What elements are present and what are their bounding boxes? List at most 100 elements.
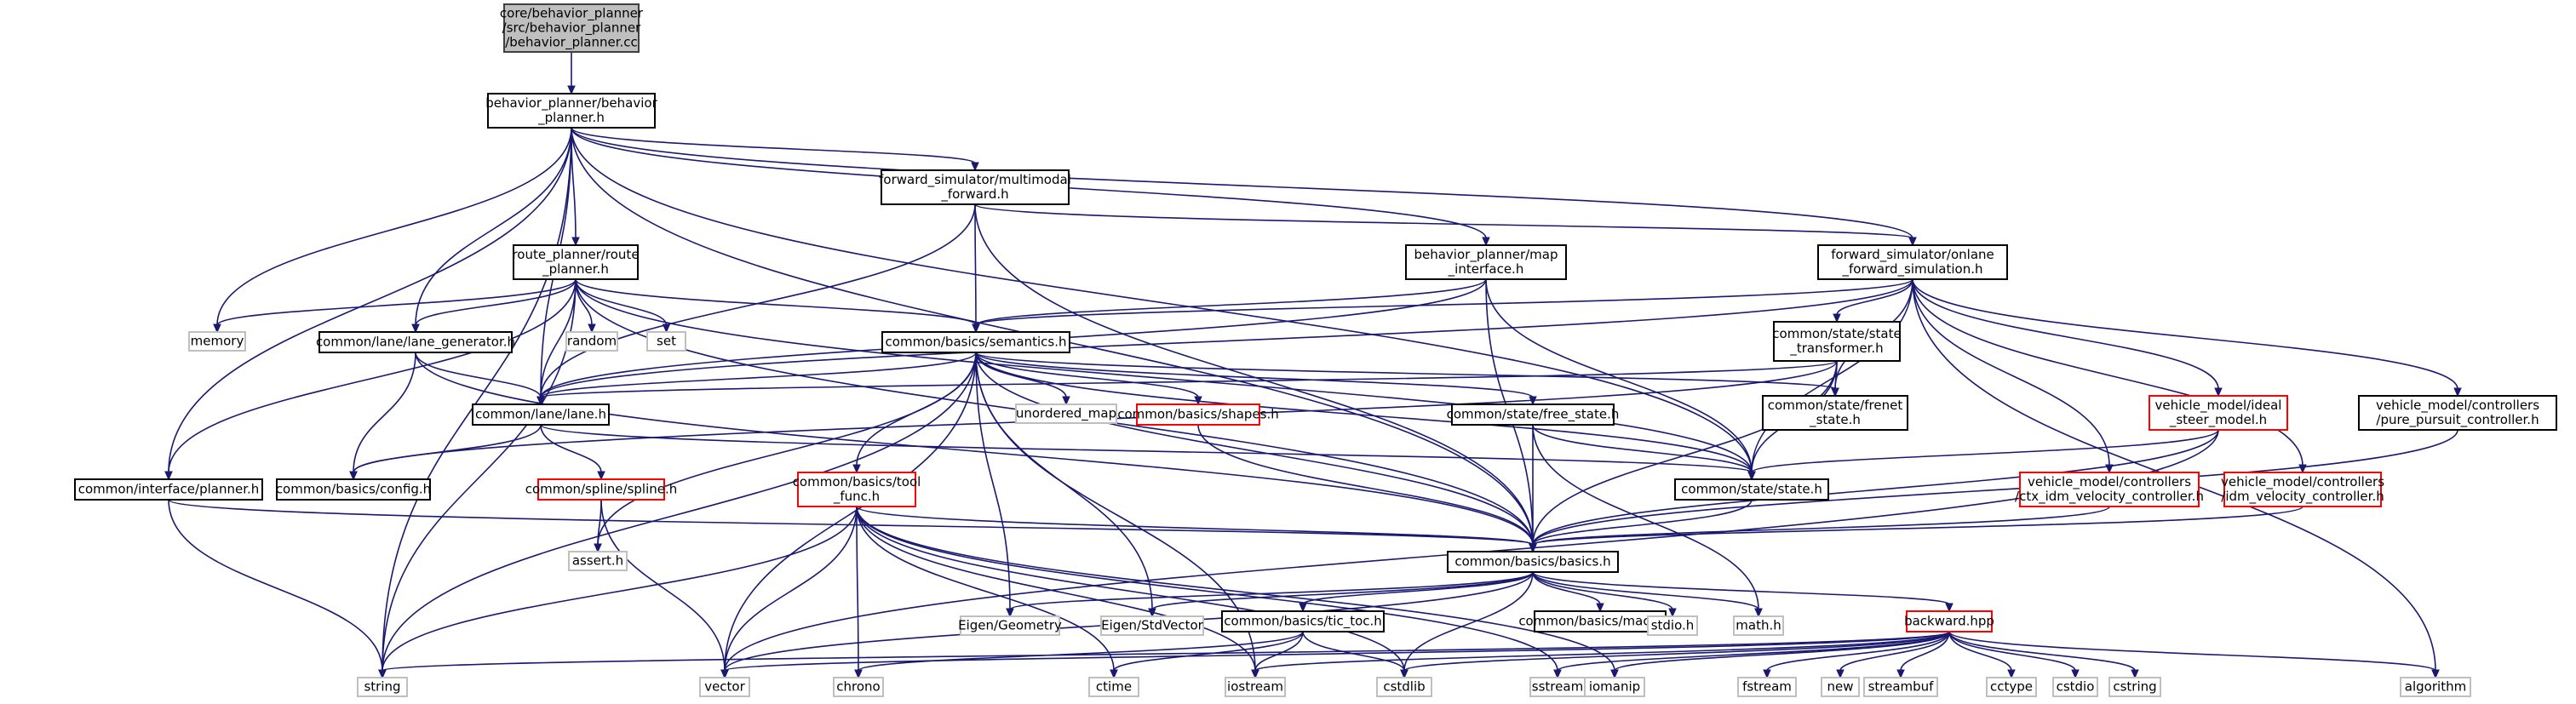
graph-node-system: fstream <box>1737 677 1797 697</box>
include-edge <box>1912 278 2110 466</box>
graph-node-system: chrono <box>833 677 884 697</box>
graph-node-file[interactable]: common/interface/planner.h <box>74 478 263 501</box>
node-label: common/state/state.h <box>1681 482 1822 497</box>
graph-node-system: streambuf <box>1863 677 1938 697</box>
graph-node-file[interactable]: common/basics/config.h <box>276 478 431 501</box>
node-box <box>1863 677 1938 697</box>
node-label: unordered_map <box>1016 406 1116 422</box>
graph-node-file[interactable]: common/state/state_transformer.h <box>1772 321 1902 362</box>
node-box <box>881 331 1070 353</box>
include-edge-arrowhead <box>213 323 221 334</box>
graph-node-system: math.h <box>1733 615 1784 636</box>
node-box <box>357 677 408 697</box>
node-box <box>2149 395 2288 431</box>
graph-node-missing[interactable]: vehicle_model/controllers/ctx_idm_veloci… <box>2015 472 2204 507</box>
include-edge <box>1912 278 2219 390</box>
graph-node-missing[interactable]: common/basics/tool_func.h <box>793 472 921 507</box>
include-edge <box>724 352 977 672</box>
node-label: common/basics/config.h <box>276 482 431 497</box>
node-label: common/basics/semantics.h <box>886 335 1067 350</box>
include-edge-arrowhead <box>1610 669 1619 679</box>
node-label: new <box>1827 679 1853 695</box>
node-label: stdio.h <box>1651 618 1695 633</box>
node-box <box>1451 404 1615 426</box>
include-edge-arrowhead <box>1148 608 1156 618</box>
graph-node-system: sstream <box>1529 677 1586 697</box>
node-label: _interface.h <box>1448 261 1524 278</box>
include-edge <box>415 352 1534 546</box>
include-edge <box>415 127 572 326</box>
graph-node-file[interactable]: forward_simulator/multimodal_forward.h <box>879 169 1071 205</box>
include-edge <box>415 352 542 398</box>
node-box <box>699 677 750 697</box>
include-edge <box>856 352 977 466</box>
include-edge <box>1532 429 2219 546</box>
graph-node-file[interactable]: forward_simulator/onlane_forward_simulat… <box>1817 244 2008 280</box>
include-edge-arrowhead <box>2298 464 2307 474</box>
include-edge <box>1151 571 1534 610</box>
include-edge <box>353 352 416 473</box>
node-box <box>537 478 665 501</box>
graph-node-missing[interactable]: vehicle_model/ideal_steer_model.h <box>2149 395 2288 431</box>
graph-node-file[interactable]: common/basics/semantics.h <box>881 331 1070 353</box>
node-box <box>881 169 1070 205</box>
node-box <box>276 478 431 501</box>
graph-node-file[interactable]: vehicle_model/controllers/pure_pursuit_c… <box>2358 395 2557 431</box>
node-label: common/lane/lane.h <box>475 407 606 422</box>
node-box <box>1986 677 2037 697</box>
include-edge <box>975 278 1487 326</box>
node-box <box>1733 615 1784 636</box>
include-edge <box>575 278 668 326</box>
graph-node-file[interactable]: behavior_planner/map_interface.h <box>1405 244 1567 280</box>
node-box <box>646 331 686 352</box>
node-label: common/basics/shapes.h <box>1117 407 1279 422</box>
graph-node-file[interactable]: behavior_planner/behavior_planner.h <box>485 93 658 129</box>
graph-node-file[interactable]: common/basics/tic_toc.h <box>1221 610 1385 632</box>
include-edge-arrowhead <box>1945 603 1954 613</box>
node-box <box>1221 610 1385 632</box>
include-edge <box>1900 631 1950 672</box>
include-edge <box>975 352 1753 473</box>
include-edge <box>571 127 1913 239</box>
include-edge <box>1839 631 1950 672</box>
node-label: /ctx_idm_velocity_controller.h <box>2015 489 2204 505</box>
node-label: /behavior_planner.cc <box>505 35 638 51</box>
node-label: backward.hpp <box>1904 614 1994 629</box>
graph-node-missing[interactable]: common/spline/spline.h <box>525 478 678 501</box>
graph-node-file[interactable]: common/basics/macros.h <box>1518 610 1682 632</box>
include-edge <box>724 631 1950 672</box>
graph-node-file[interactable]: common/lane/lane_generator.h <box>316 331 515 353</box>
node-box <box>1376 677 1432 697</box>
include-edge <box>1751 429 2219 473</box>
include-edge <box>974 203 1913 239</box>
include-edge <box>724 506 858 672</box>
node-box <box>503 3 640 53</box>
graph-node-file[interactable]: common/state/frenet_state.h <box>1762 395 1908 431</box>
node-box <box>1447 551 1619 573</box>
include-edge <box>858 631 1304 672</box>
include-edge-arrowhead <box>1763 669 1771 679</box>
graph-node-root[interactable]: core/behavior_planner/src/behavior_plann… <box>500 3 644 53</box>
include-edge <box>1532 506 2110 546</box>
include-edge-arrowhead <box>972 323 980 334</box>
graph-node-missing[interactable]: vehicle_model/controllers/idm_velocity_c… <box>2221 472 2384 507</box>
include-edge-arrowhead <box>597 471 605 481</box>
node-label: common/basics/macros.h <box>1518 614 1681 629</box>
graph-node-missing[interactable]: common/basics/shapes.h <box>1117 404 1279 426</box>
node-label: algorithm <box>2405 679 2466 695</box>
graph-node-file[interactable]: common/state/free_state.h <box>1447 404 1620 426</box>
graph-node-file[interactable]: common/state/state.h <box>1674 478 1829 501</box>
graph-node-missing[interactable]: backward.hpp <box>1904 610 1994 632</box>
node-label: _func.h <box>833 489 880 505</box>
include-edge-arrowhead <box>662 323 671 334</box>
include-edge <box>1532 499 1753 546</box>
graph-node-file[interactable]: route_planner/route_planner.h <box>512 244 640 280</box>
node-label: ctime <box>1096 679 1132 695</box>
node-label: cstdio <box>2057 679 2095 695</box>
graph-node-file[interactable]: common/basics/basics.h <box>1447 551 1619 573</box>
include-edge <box>216 278 577 326</box>
include-edge-arrowhead <box>1596 603 1604 613</box>
node-label: _planner.h <box>542 261 609 278</box>
graph-node-system: cstring <box>2108 677 2161 697</box>
graph-node-file[interactable]: common/lane/lane.h <box>472 404 610 426</box>
